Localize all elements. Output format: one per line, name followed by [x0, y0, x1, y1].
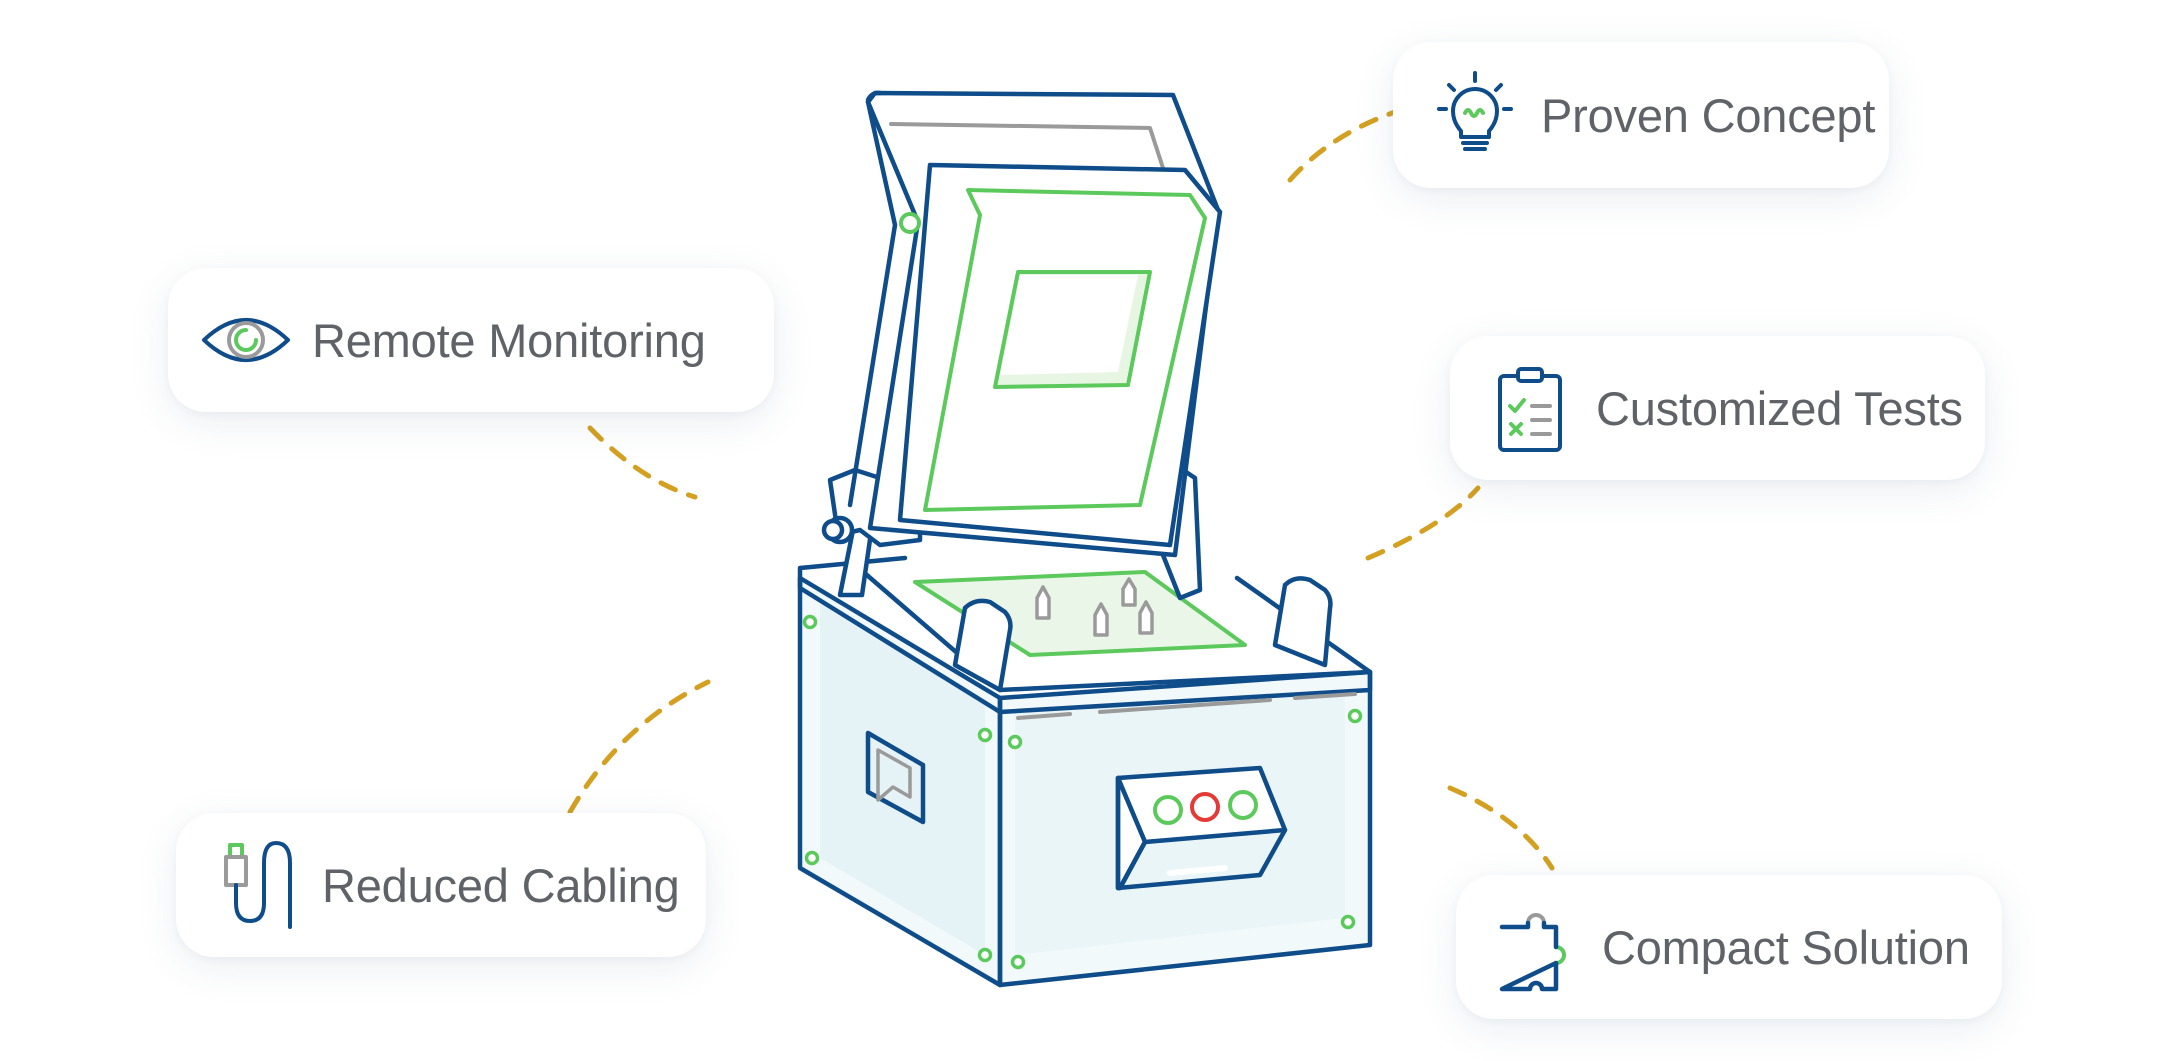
feature-label: Proven Concept [1541, 88, 1876, 142]
lid-green-border [923, 188, 1207, 512]
indicator-light-green-1 [1153, 795, 1183, 825]
test-fixture-box [797, 90, 1373, 988]
connector-lines [567, 109, 1555, 871]
lightbulb-icon [1427, 67, 1523, 163]
lid-hinge-dot [899, 212, 921, 234]
side-handle [865, 730, 926, 825]
lid-window-inner [1000, 275, 1138, 375]
checklist-clipboard-icon [1482, 360, 1578, 456]
control-panel [1115, 765, 1288, 891]
feature-card-customized-tests: Customized Tests [1450, 336, 1985, 480]
feature-label: Compact Solution [1602, 920, 1970, 974]
lid-gray-line [889, 122, 1165, 170]
lid-side-bar [847, 99, 898, 508]
feature-card-proven-concept: Proven Concept [1393, 42, 1889, 188]
clamp-block-right [1272, 576, 1333, 668]
connector-proven-concept [1287, 109, 1398, 183]
indicator-light-green-2 [1228, 790, 1258, 820]
lid-window [993, 270, 1152, 389]
connector-remote-monitoring [587, 425, 698, 500]
connector-compact-solution [1447, 785, 1555, 871]
cable-plug-icon [208, 837, 304, 933]
lid-frame-top [865, 90, 883, 103]
corner-screws [802, 614, 1363, 970]
puzzle-piece-icon [1488, 899, 1584, 995]
feature-label: Reduced Cabling [322, 858, 680, 912]
feature-label: Customized Tests [1596, 381, 1963, 435]
rim-detail-line [1016, 692, 1357, 720]
eye-icon [198, 292, 294, 388]
connector-reduced-cabling [567, 679, 711, 815]
feature-label: Remote Monitoring [312, 313, 706, 367]
feature-card-reduced-cabling: Reduced Cabling [176, 813, 706, 957]
box-front-face [997, 669, 1373, 988]
feature-card-compact-solution: Compact Solution [1456, 875, 2002, 1019]
connector-customized-tests [1365, 485, 1481, 561]
feature-card-remote-monitoring: Remote Monitoring [168, 268, 774, 412]
clamp-block-left [952, 598, 1013, 693]
test-pins [1035, 577, 1154, 637]
box-left-inner-panel [820, 600, 985, 955]
indicator-light-red [1190, 792, 1220, 822]
